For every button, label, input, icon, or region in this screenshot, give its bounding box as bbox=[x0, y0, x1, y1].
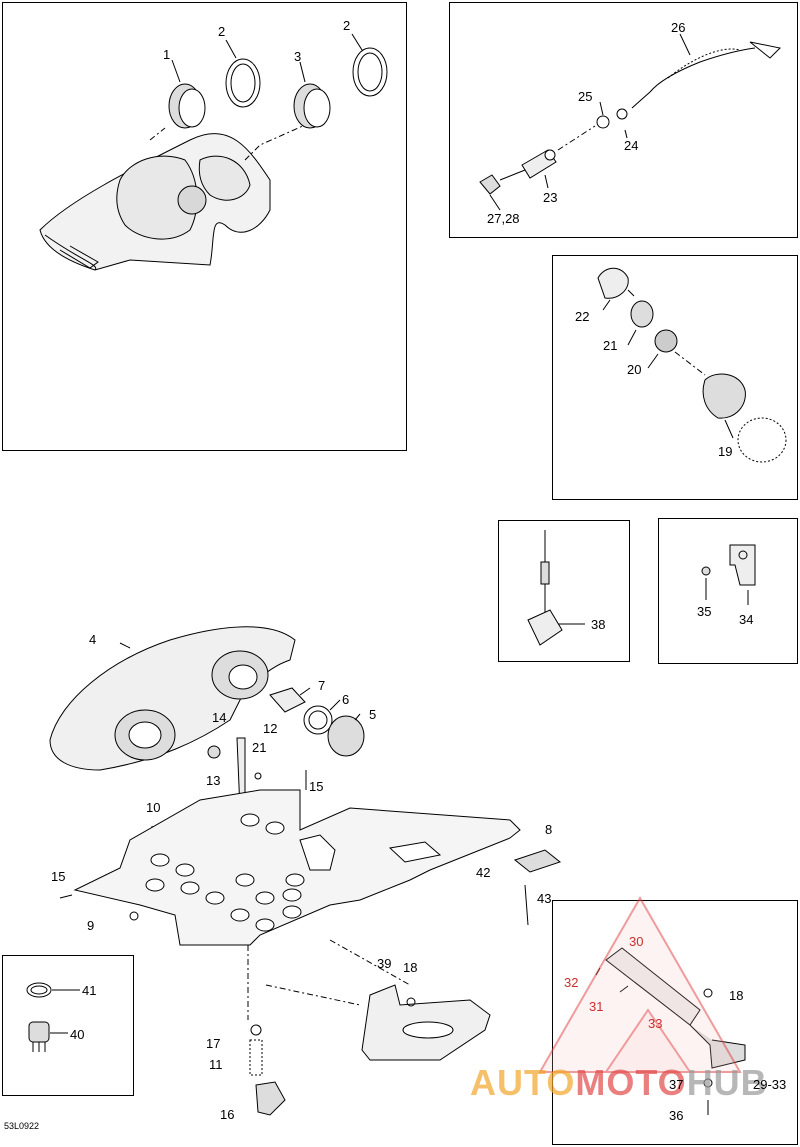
callout-16: 16 bbox=[220, 1107, 235, 1122]
callout-20: 20 bbox=[627, 362, 642, 377]
callout-37: 37 bbox=[669, 1077, 684, 1092]
callout-39: 39 bbox=[377, 956, 392, 971]
frame-parts-29-37 bbox=[552, 900, 798, 1145]
callout-11: 11 bbox=[209, 1057, 223, 1072]
callout-36: 36 bbox=[669, 1108, 684, 1123]
callout-2a: 2 bbox=[218, 24, 226, 39]
callout-40: 40 bbox=[70, 1027, 85, 1042]
callout-35: 35 bbox=[697, 604, 712, 619]
callout-19: 19 bbox=[718, 444, 733, 459]
tail-light-group bbox=[49, 626, 365, 771]
callout-14: 14 bbox=[212, 710, 227, 725]
callout-34: 34 bbox=[739, 612, 754, 627]
callout-42: 42 bbox=[476, 865, 491, 880]
callout-12: 12 bbox=[263, 721, 278, 736]
callout-9: 9 bbox=[87, 918, 95, 933]
frame-parts-40-41 bbox=[2, 955, 134, 1096]
bracket-and-fasteners-group bbox=[59, 737, 562, 1116]
callout-17: 17 bbox=[206, 1036, 221, 1051]
watermark-text: AUTOMOTOHUB bbox=[470, 1062, 768, 1104]
callout-21b: 21 bbox=[252, 740, 267, 755]
parts-40-41-group bbox=[26, 982, 80, 1052]
callout-26: 26 bbox=[671, 20, 686, 35]
callout-13: 13 bbox=[206, 773, 221, 788]
callout-18a: 18 bbox=[403, 960, 418, 975]
callout-32: 32 bbox=[564, 975, 579, 990]
callout-7: 7 bbox=[318, 678, 326, 693]
callout-18b: 18 bbox=[729, 988, 744, 1003]
callout-21a: 21 bbox=[603, 338, 618, 353]
callout-8: 8 bbox=[545, 822, 553, 837]
part-34-35-group bbox=[701, 544, 756, 605]
callout-25: 25 bbox=[578, 89, 593, 104]
callout-4: 4 bbox=[89, 632, 97, 647]
watermark-triangles bbox=[538, 895, 742, 1073]
callout-3: 3 bbox=[294, 49, 302, 64]
callout-5: 5 bbox=[369, 707, 377, 722]
tether-switch-group bbox=[479, 33, 782, 211]
callout-10: 10 bbox=[146, 800, 161, 815]
callout-27-28: 27,28 bbox=[487, 211, 520, 226]
callout-15a: 15 bbox=[309, 779, 324, 794]
frame-part-34-35 bbox=[658, 518, 798, 664]
callout-22: 22 bbox=[575, 309, 590, 324]
diagram-code: 53L0922 bbox=[4, 1121, 40, 1131]
callout-24: 24 bbox=[624, 138, 639, 153]
frame-part-38 bbox=[498, 520, 630, 662]
gauge-housing-group bbox=[39, 33, 388, 271]
callout-23: 23 bbox=[543, 190, 558, 205]
callout-38: 38 bbox=[591, 617, 606, 632]
callout-30: 30 bbox=[629, 934, 644, 949]
callout-41: 41 bbox=[82, 983, 97, 998]
frame-tether-switch bbox=[449, 2, 798, 238]
frame-ignition-switch bbox=[552, 255, 798, 500]
part-38-group bbox=[527, 530, 585, 646]
callout-1: 1 bbox=[163, 47, 171, 62]
callout-2b: 2 bbox=[343, 18, 351, 33]
callout-6: 6 bbox=[342, 692, 350, 707]
watermark-part2: MOTO bbox=[575, 1062, 687, 1103]
callout-43: 43 bbox=[537, 891, 552, 906]
callout-15b: 15 bbox=[51, 869, 66, 884]
watermark-part1: AUTO bbox=[470, 1062, 576, 1103]
frame-gauge-housing bbox=[2, 2, 407, 451]
callout-33: 33 bbox=[648, 1016, 663, 1031]
callout-31: 31 bbox=[589, 999, 604, 1014]
watermark-part3: HUB bbox=[686, 1062, 768, 1103]
callout-29-33: 29-33 bbox=[753, 1077, 787, 1092]
ignition-group bbox=[597, 267, 787, 463]
